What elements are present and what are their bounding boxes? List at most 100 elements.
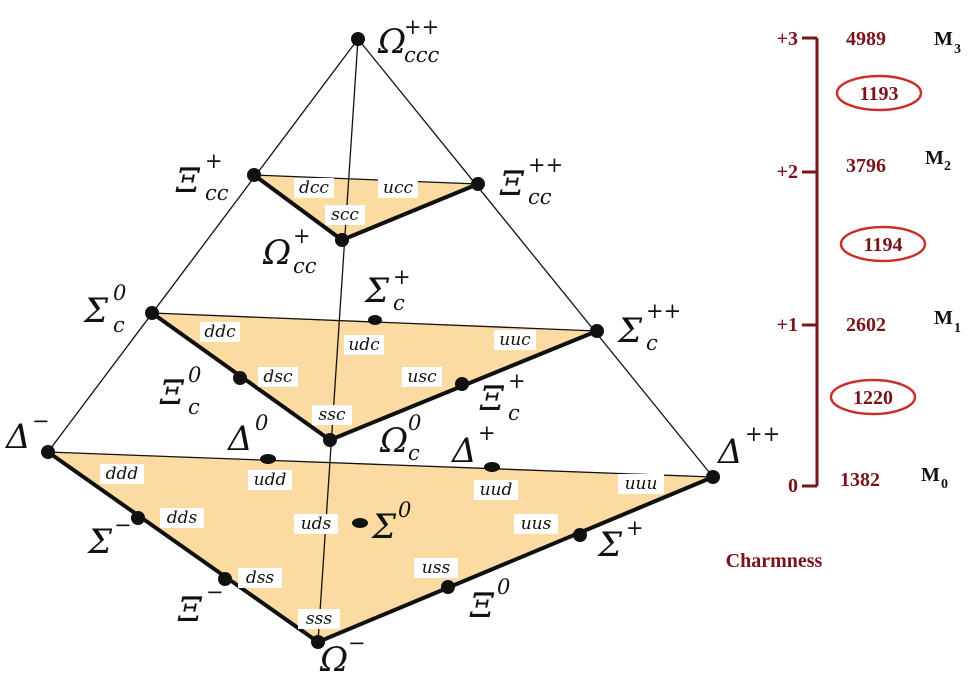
label-delta-plusplus: Δ++ [716, 422, 780, 472]
svg-text:scc: scc [331, 205, 359, 225]
svg-text:Ω: Ω [262, 233, 291, 273]
svg-text:0: 0 [398, 498, 411, 522]
svg-text:Ω: Ω [379, 421, 408, 461]
svg-text:+: + [626, 516, 644, 540]
dot-omega-cc-plus [335, 233, 349, 247]
svg-text:uds: uds [301, 514, 332, 534]
svg-text:1220: 1220 [853, 387, 893, 409]
svg-text:cc: cc [293, 254, 317, 278]
svg-text:0: 0 [255, 411, 268, 435]
svg-text:ucc: ucc [383, 178, 413, 198]
dot-xi-minus [218, 572, 232, 586]
svg-text:+: + [293, 224, 311, 248]
svg-text:c: c [113, 313, 125, 337]
svg-text:sss: sss [306, 609, 332, 629]
svg-text:dsc: dsc [263, 367, 293, 387]
label-omega-minus: Ω− [319, 631, 366, 676]
baryon-dots [41, 32, 720, 649]
scale-level-1: +1 2602 M 1 [777, 307, 961, 336]
svg-text:uud: uud [480, 480, 513, 500]
quark-label-dss: dss [238, 568, 282, 588]
svg-text:usc: usc [407, 367, 437, 387]
quark-label-ucc: ucc [378, 178, 418, 198]
dot-sigma-c-zero [145, 306, 159, 320]
scale-title: Charmness [726, 550, 823, 572]
svg-text:c: c [188, 395, 200, 419]
quark-label-uuu: uuu [618, 474, 664, 494]
label-sigma-plus: Σ+ [596, 516, 644, 565]
svg-text:+2: +2 [777, 161, 798, 183]
svg-text:−: − [32, 409, 50, 433]
svg-text:dds: dds [167, 508, 198, 528]
quark-label-usc: usc [402, 367, 442, 387]
quark-label-udc: udc [344, 335, 384, 355]
svg-text:Σ: Σ [82, 291, 109, 331]
svg-text:Ω: Ω [377, 22, 406, 62]
svg-text:Ξ: Ξ [177, 590, 203, 630]
svg-text:ccc: ccc [404, 43, 440, 67]
svg-text:−: − [206, 580, 224, 604]
svg-text:Δ: Δ [450, 431, 477, 471]
dot-xi-cc-plusplus [471, 177, 485, 191]
svg-text:udd: udd [254, 470, 287, 490]
quark-label-uud: uud [474, 480, 518, 500]
svg-text:M: M [934, 28, 953, 50]
label-xi-minus: Ξ− [177, 580, 224, 630]
quark-label-ssc: ssc [312, 405, 352, 425]
svg-text:Σ: Σ [596, 525, 623, 565]
quark-label-dds: dds [160, 508, 204, 528]
svg-text:uuc: uuc [499, 330, 531, 350]
svg-text:0: 0 [408, 411, 421, 435]
svg-text:3: 3 [954, 42, 961, 57]
svg-text:dcc: dcc [299, 178, 329, 198]
quark-label-sss: sss [298, 609, 340, 629]
svg-text:udc: udc [348, 335, 380, 355]
svg-text:ddc: ddc [204, 322, 236, 342]
label-omega-cc-plus: Ω+ cc [262, 224, 317, 278]
scale-level-3: +3 4989 M 3 [777, 28, 961, 57]
dot-sigma-minus [131, 511, 145, 525]
quark-label-scc: scc [325, 205, 365, 225]
scale-level-0: 0 1382 M 0 [788, 464, 948, 497]
gap-1194: 1194 [839, 225, 927, 263]
svg-text:Δ: Δ [4, 417, 31, 457]
svg-text:++: ++ [528, 153, 563, 177]
dot-sigma-plus [573, 528, 587, 542]
svg-text:M: M [921, 464, 940, 486]
quark-label-dcc: dcc [294, 178, 334, 198]
label-sigma-c-plusplus: Σ++c [616, 299, 681, 355]
quark-label-uds: uds [294, 514, 338, 534]
svg-text:+: + [205, 149, 223, 173]
svg-text:M: M [934, 307, 953, 329]
bottom-triangle-fill [48, 452, 713, 642]
dot-xi-c-plus [455, 377, 469, 391]
svg-text:+1: +1 [777, 314, 798, 336]
svg-text:1382: 1382 [840, 469, 880, 491]
dot-delta-zero [260, 454, 276, 464]
middle-triangle-fill [152, 313, 597, 440]
label-sigma-c-plus: Σ+c [363, 265, 411, 315]
svg-text:c: c [508, 401, 520, 425]
svg-text:0: 0 [113, 281, 126, 305]
svg-text:M: M [925, 147, 944, 169]
dot-sigma-c-plusplus [590, 324, 604, 338]
svg-text:−: − [114, 513, 132, 537]
svg-text:2: 2 [944, 159, 951, 174]
svg-text:−: − [348, 631, 366, 655]
svg-text:c: c [408, 441, 420, 465]
quark-label-dsc: dsc [258, 367, 298, 387]
charmness-scale: +3 4989 M 3 +2 3796 M 2 +1 2602 M 1 0 13… [726, 28, 961, 572]
dot-delta-minus [41, 445, 55, 459]
svg-text:0: 0 [497, 575, 510, 599]
svg-text:uus: uus [521, 514, 552, 534]
scale-level-2: +2 3796 M 2 [777, 147, 951, 183]
quark-label-uus: uus [514, 514, 558, 534]
svg-text:Ξ: Ξ [479, 379, 505, 419]
